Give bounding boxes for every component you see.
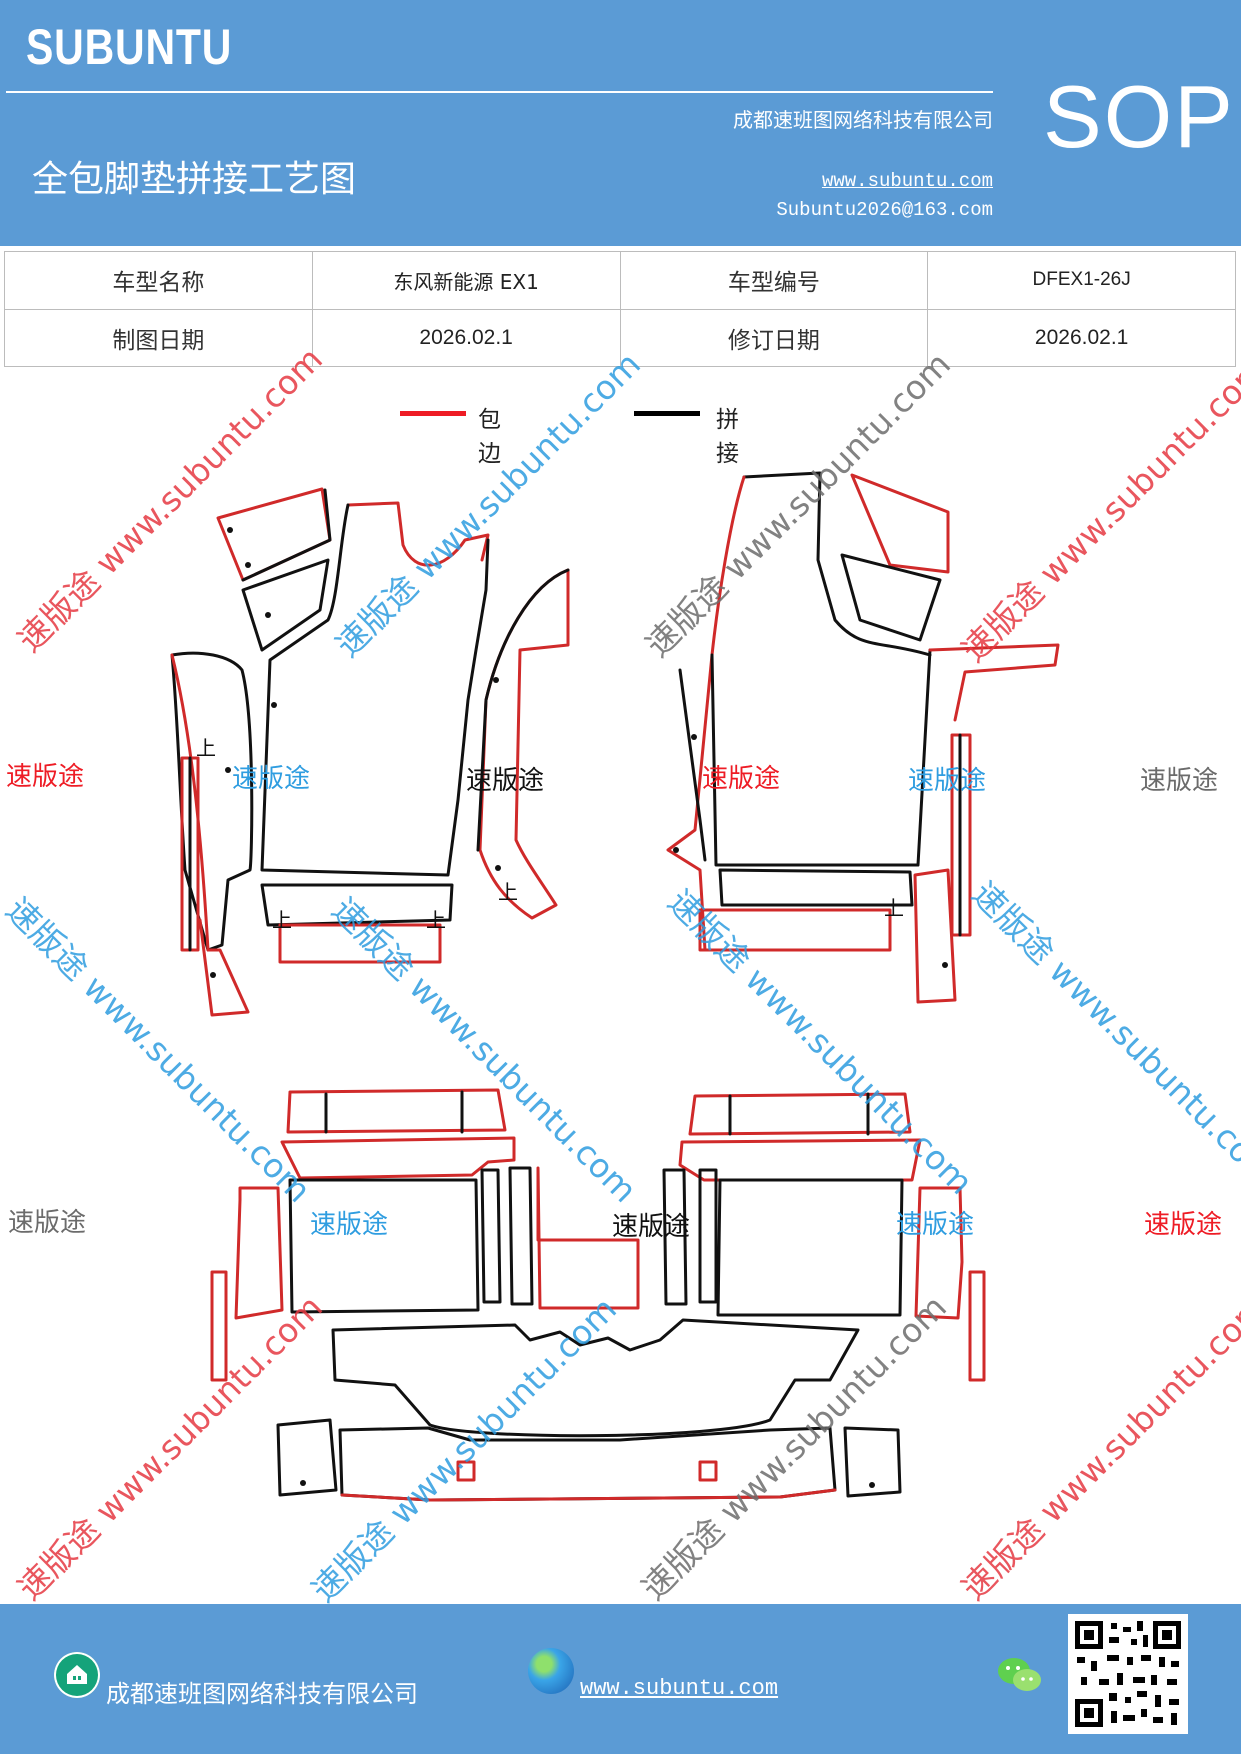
footer-company-name: 成都速班图网络科技有限公司: [106, 1680, 418, 1708]
table-cell: 制图日期: [4, 308, 313, 367]
footer-website-link[interactable]: www.subuntu.com: [580, 1676, 779, 1701]
floor-mat-diagram: [170, 471, 1060, 1502]
page-title: 全包脚垫拼接工艺图: [32, 159, 357, 200]
rear-center-mat: [276, 1318, 902, 1502]
watermark-brand: 速版途: [1140, 766, 1219, 796]
up-mark: 上: [884, 896, 904, 920]
up-mark: 上: [196, 736, 216, 760]
watermark-brand: 速版途: [6, 762, 85, 792]
brand-logo: SUBUNTU: [26, 19, 233, 75]
table-cell: 修订日期: [619, 308, 929, 367]
vehicle-info-table: 车型名称 东风新能源 EX1 车型编号 DFEX1-26J 制图日期 2026.…: [4, 251, 1236, 367]
legend-label: 包边: [478, 407, 501, 467]
table-row: 制图日期 2026.02.1 修订日期 2026.02.1: [4, 308, 1236, 367]
wechat-icon: [996, 1654, 1044, 1696]
home-icon: [54, 1652, 100, 1698]
watermark-brand: 速版途: [896, 1210, 975, 1240]
table-cell: DFEX1-26J: [927, 251, 1236, 310]
watermark-brand: 速版途: [1144, 1210, 1223, 1240]
table-cell: 2026.02.1: [311, 308, 621, 367]
header-divider: [6, 91, 993, 93]
watermark-brand: 速版途: [908, 766, 987, 796]
table-cell: 车型名称: [4, 251, 313, 310]
table-cell: 车型编号: [619, 251, 929, 310]
sop-badge: SOP: [1043, 67, 1235, 166]
table-cell: 2026.02.1: [927, 308, 1236, 367]
binding-line-swatch: [400, 411, 466, 416]
rear-mat-left: [210, 1088, 640, 1382]
up-mark: 上: [426, 908, 446, 932]
watermark-brand: 速版途: [8, 1208, 87, 1238]
header-banner: SUBUNTU 成都速班图网络科技有限公司 全包脚垫拼接工艺图 www.subu…: [0, 0, 1241, 246]
footer-banner: 成都速班图网络科技有限公司 www.subuntu.com: [0, 1604, 1241, 1754]
rear-mat-right: [662, 1092, 986, 1382]
company-name: 成都速班图网络科技有限公司: [733, 108, 993, 132]
email-address: Subuntu2026@163.com: [776, 199, 993, 221]
qr-code[interactable]: [1068, 1614, 1188, 1734]
watermark-brand: 速版途: [466, 766, 545, 796]
front-right-mat: [666, 471, 1060, 1004]
up-mark: 上: [272, 908, 292, 932]
marker-dots: [210, 527, 948, 1488]
website-link[interactable]: www.subuntu.com: [821, 170, 993, 192]
watermark-brand: 速版途: [310, 1210, 389, 1240]
globe-icon: [528, 1648, 574, 1694]
legend-label: 拼接: [716, 407, 739, 467]
watermark-brand: 速版途: [702, 764, 781, 794]
up-mark: 上: [498, 880, 518, 904]
table-row: 车型名称 东风新能源 EX1 车型编号 DFEX1-26J: [4, 251, 1236, 310]
watermark-brand: 速版途: [232, 764, 311, 794]
seam-line-swatch: [634, 411, 700, 416]
watermark-brand: 速版途: [612, 1212, 691, 1242]
table-cell: 东风新能源 EX1: [311, 251, 621, 310]
front-left-mat: [170, 487, 570, 1017]
